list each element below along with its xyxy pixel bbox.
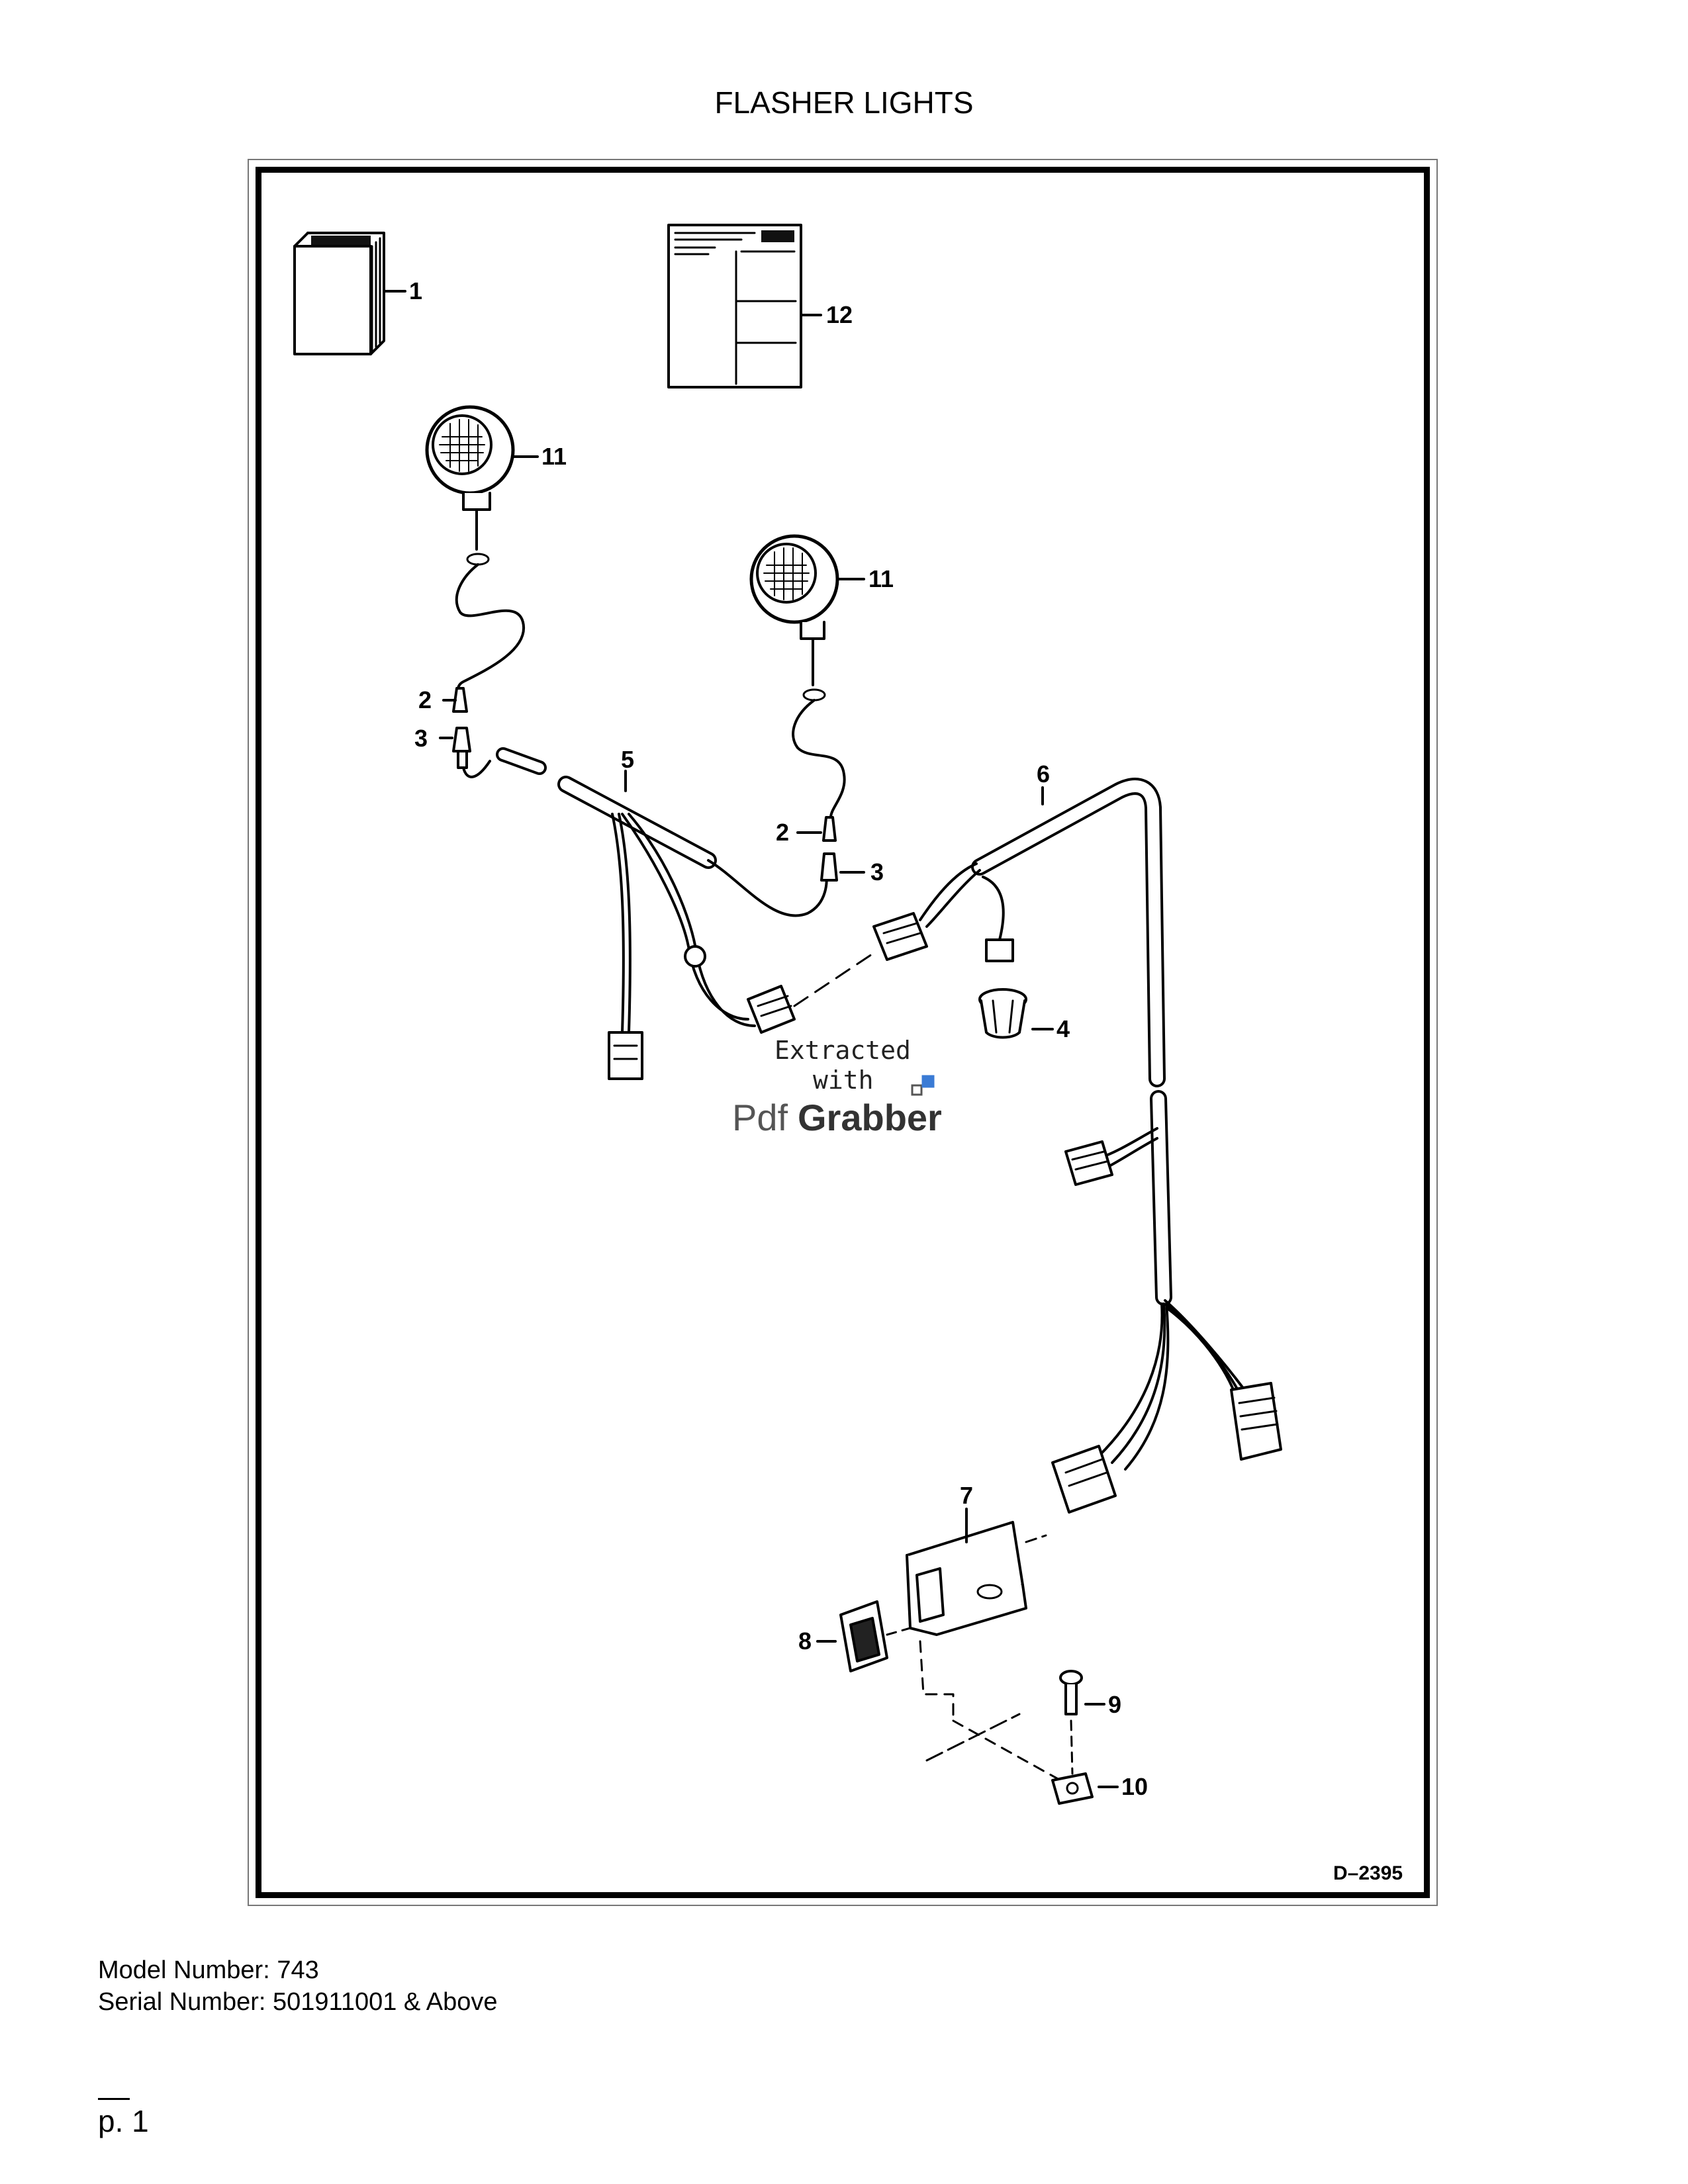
callout-3-left: 3 — [414, 725, 428, 752]
callout-7: 7 — [960, 1482, 973, 1509]
part-9-screw-icon — [1059, 1670, 1105, 1775]
drawing-id: D–2395 — [1333, 1862, 1403, 1884]
callout-12: 12 — [826, 301, 853, 328]
watermark: Extracted with Pdf Grabber — [732, 1036, 942, 1138]
callout-2-left: 2 — [418, 686, 432, 713]
watermark-brand-grabber: Grabber — [798, 1097, 942, 1138]
watermark-line-1: Extracted — [774, 1036, 911, 1065]
part-1-carton-icon — [293, 232, 406, 355]
callout-3-right: 3 — [870, 858, 884, 886]
callout-8: 8 — [798, 1627, 812, 1655]
part-6-harness-icon — [872, 778, 1282, 1514]
watermark-line-2: with — [813, 1066, 874, 1095]
part-8-switch-icon — [816, 1600, 1074, 1788]
callout-6: 6 — [1037, 760, 1050, 788]
callout-4: 4 — [1056, 1015, 1070, 1042]
diagram-frame-inner — [256, 167, 1430, 1898]
part-4-socket-icon — [978, 988, 1054, 1039]
part-12-decal-icon — [667, 224, 822, 388]
diagram-frame — [248, 159, 1438, 1906]
part-7-bracket-icon — [906, 1508, 1047, 1636]
part-11-flasher-light-left-icon — [425, 405, 539, 700]
callout-11-left: 11 — [541, 443, 567, 470]
part-2-3-connectors-right-icon — [796, 816, 865, 882]
serial-number: Serial Number: 501911001 & Above — [98, 1988, 498, 2016]
page-title: FLASHER LIGHTS — [714, 85, 974, 120]
callout-11-right: 11 — [868, 565, 894, 592]
callout-10: 10 — [1121, 1773, 1148, 1800]
watermark-brand-pdf: Pdf — [732, 1097, 788, 1138]
part-5-harness-icon — [496, 747, 875, 1080]
callout-1: 1 — [409, 277, 422, 304]
page-divider — [98, 2098, 130, 2100]
page-number: p. 1 — [98, 2104, 149, 2138]
part-10-nut-icon — [1051, 1772, 1119, 1805]
part-2-3-connectors-left-icon — [439, 687, 491, 778]
callout-9: 9 — [1108, 1691, 1121, 1718]
callout-2-right: 2 — [776, 819, 789, 846]
model-number: Model Number: 743 — [98, 1956, 319, 1984]
callout-5: 5 — [621, 746, 634, 773]
watermark-logo-icon — [911, 1075, 935, 1096]
part-11-flasher-light-right-icon — [749, 534, 865, 819]
